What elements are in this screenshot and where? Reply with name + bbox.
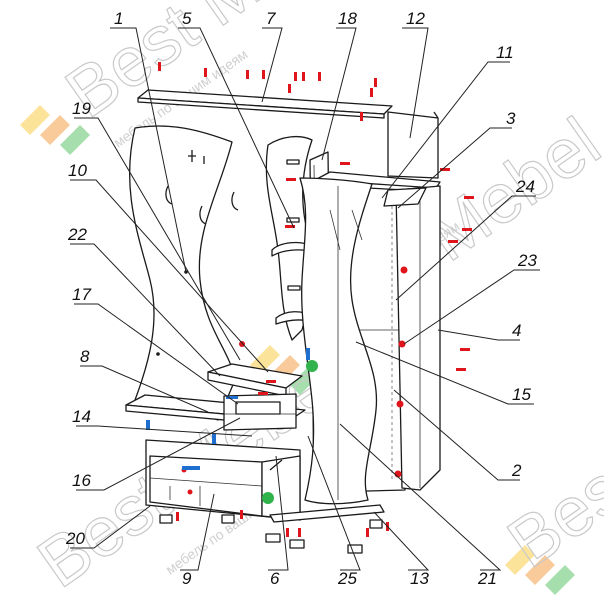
part-label-18: 18 (338, 9, 357, 28)
part-label-8: 8 (80, 347, 90, 366)
wardrobe-door (299, 177, 378, 505)
part-label-2: 2 (511, 461, 522, 480)
lower-cabinet (145, 439, 301, 521)
part-label-12: 12 (406, 9, 425, 28)
part-label-3: 3 (506, 109, 516, 128)
support-feet (159, 514, 383, 554)
logo-mark-top-left (20, 105, 90, 155)
part-label-22: 22 (67, 225, 87, 244)
part-label-16: 16 (72, 471, 91, 490)
part-label-21: 21 (477, 569, 497, 588)
watermark-brand-bottom-right: Best Mebel (494, 318, 604, 583)
part-label-14: 14 (72, 407, 91, 426)
logo-mark-bottom-right (505, 545, 575, 595)
base-plinth (269, 504, 385, 523)
part-label-25: 25 (337, 569, 357, 588)
part-label-20: 20 (65, 529, 85, 548)
part-label-6: 6 (270, 569, 280, 588)
leader-lines (70, 27, 540, 571)
coat-hooks (165, 150, 239, 225)
shoe-bench (125, 363, 306, 431)
part-label-10: 10 (68, 161, 87, 180)
part-label-24: 24 (515, 177, 535, 196)
top-shelf (137, 89, 393, 119)
part-label-15: 15 (512, 385, 531, 404)
part-label-17: 17 (72, 285, 91, 304)
part-label-19: 19 (72, 99, 91, 118)
accent-markers (146, 348, 318, 504)
part-label-5: 5 (182, 9, 192, 28)
part-label-1: 1 (114, 9, 123, 28)
part-label-11: 11 (496, 43, 514, 62)
part-label-9: 9 (182, 569, 192, 588)
part-label-7: 7 (266, 9, 276, 28)
part-label-4: 4 (512, 321, 521, 340)
part-labels: 1 5 7 18 12 11 19 3 10 24 22 23 17 4 8 1… (65, 9, 537, 588)
part-label-23: 23 (517, 251, 537, 270)
back-panel (387, 111, 439, 179)
part-label-13: 13 (410, 569, 429, 588)
